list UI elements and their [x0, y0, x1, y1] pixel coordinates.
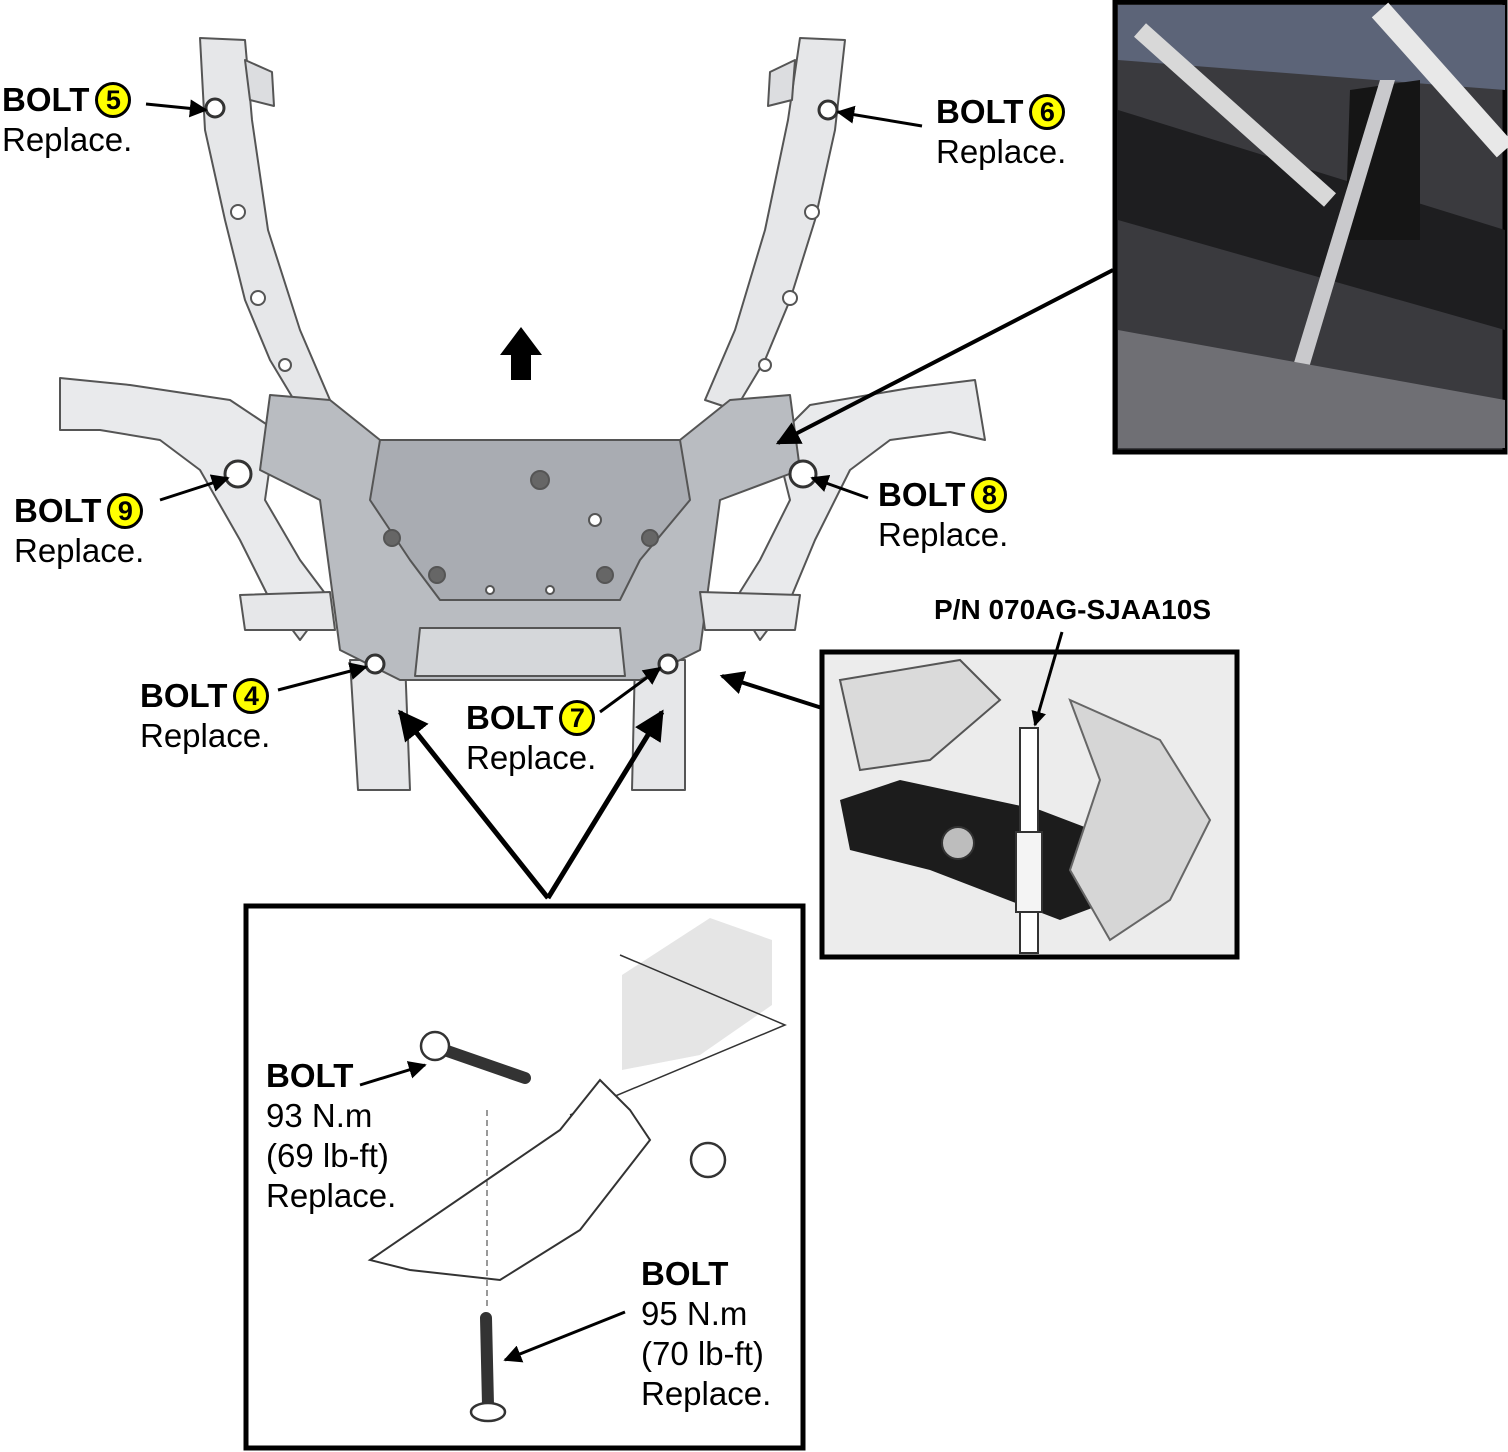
photo-inset-top — [1112, 0, 1508, 455]
leader-arrows — [145, 99, 1114, 1363]
pointer-arrow-icon — [503, 1310, 626, 1363]
pointer-arrow-icon — [398, 709, 550, 900]
pointer-arrow-icon — [1031, 631, 1064, 727]
bolt-number-badge: 8 — [971, 477, 1008, 513]
subframe-illustration — [59, 37, 986, 791]
detail-inset-bottom — [243, 903, 806, 1451]
detail-upper-bolt-label: BOLT 93 N.m (69 lb-ft) Replace. — [266, 1057, 397, 1214]
pointer-arrow-icon — [775, 268, 1114, 445]
pointer-arrow-icon — [159, 474, 230, 502]
bolt-number-badge: 6 — [1029, 94, 1066, 130]
bolt-number-badge: 9 — [107, 493, 144, 529]
pointer-arrow-icon — [810, 474, 869, 500]
pointer-arrow-icon — [145, 99, 208, 118]
pointer-arrow-icon — [359, 1061, 427, 1087]
bolt-number-badge: 4 — [233, 678, 270, 714]
pointer-arrow-icon — [277, 662, 368, 692]
pointer-arrow-icon — [545, 709, 665, 900]
pointer-arrow-icon — [719, 671, 823, 710]
pointer-arrow-icon — [836, 105, 923, 128]
bolt-number-badge: 7 — [559, 700, 596, 736]
part-number-label: P/N 070AG-SJAA10S — [934, 594, 1212, 625]
detail-lower-bolt-label: BOLT 95 N.m (70 lb-ft) Replace. — [641, 1255, 772, 1412]
pointer-arrow-icon — [599, 666, 662, 714]
forward-direction-arrow-icon — [500, 327, 542, 380]
drawing-inset-middle — [819, 649, 1240, 960]
bolt-number-badge: 5 — [95, 82, 132, 118]
